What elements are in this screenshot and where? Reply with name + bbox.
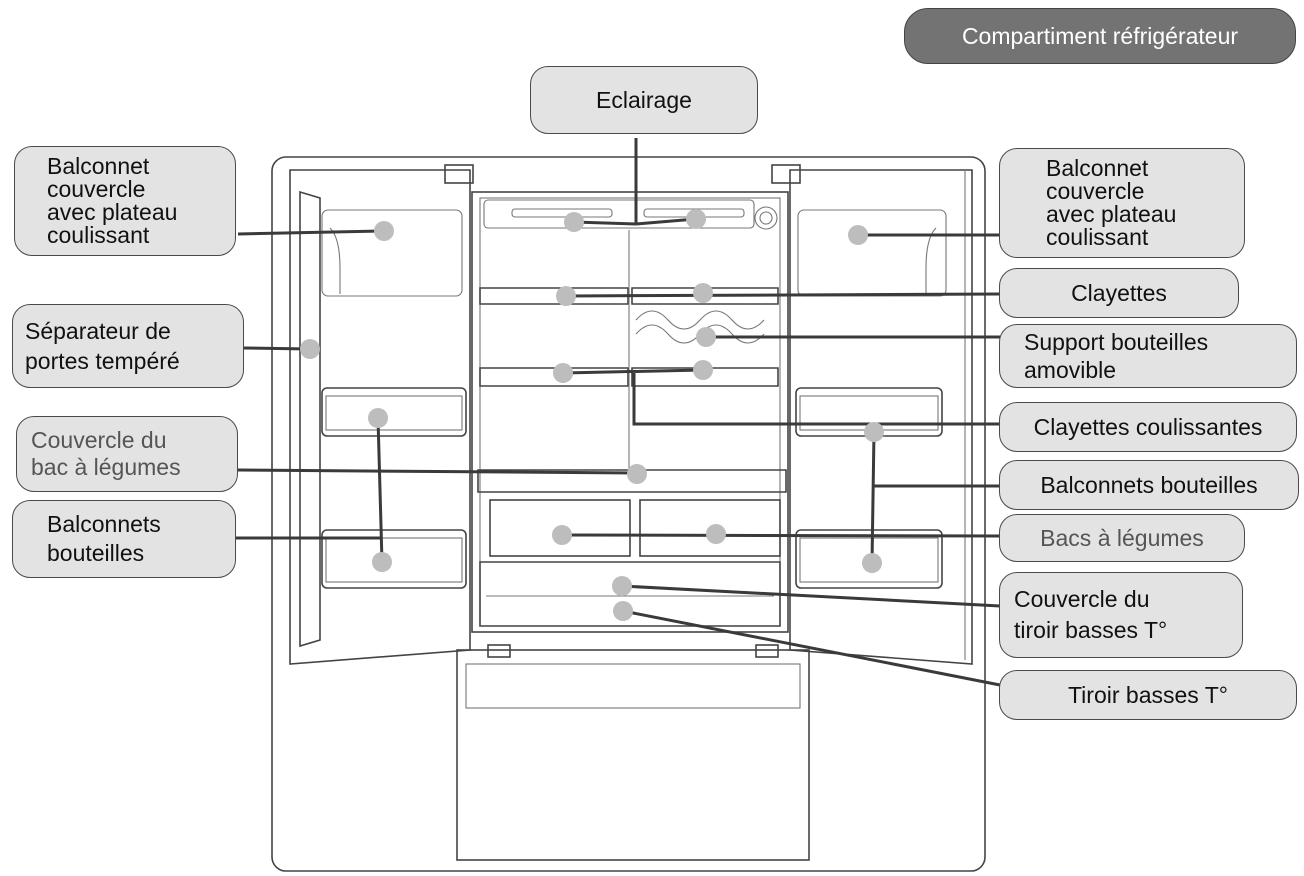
dot-support-bouteilles — [696, 327, 716, 347]
dot-clayette-right — [693, 283, 713, 303]
dot-bac-legumes-right — [706, 524, 726, 544]
label-support-bouteilles: Support bouteilles amovible — [999, 324, 1297, 388]
label-couvercle-bac: Couvercle du bac à légumes — [16, 416, 238, 492]
dot-clayette-coulissante-left — [553, 363, 573, 383]
dot-balconnet-bouteilles-left-bottom — [372, 552, 392, 572]
dot-tiroir — [613, 601, 633, 621]
dot-couvercle-bac — [627, 464, 647, 484]
dot-balconnet-couvercle-left — [374, 221, 394, 241]
label-balconnets-bouteilles-left: Balconnets bouteilles — [12, 500, 236, 578]
compartment-title: Compartiment réfrigérateur — [904, 8, 1296, 64]
label-balconnet-couvercle-right: Balconnet couvercle avec plateau couliss… — [999, 148, 1245, 258]
dot-balconnet-couvercle-right — [848, 225, 868, 245]
label-clayettes: Clayettes — [999, 268, 1239, 318]
label-balconnets-bouteilles-right: Balconnets bouteilles — [999, 460, 1299, 510]
dot-clayette-left — [556, 286, 576, 306]
label-clayettes-coulissantes: Clayettes coulissantes — [999, 402, 1297, 452]
dot-bac-legumes-left — [552, 525, 572, 545]
label-separateur: Séparateur de portes tempéré — [12, 304, 244, 388]
dot-clayette-coulissante-right — [693, 360, 713, 380]
fridge-drawing — [271, 156, 986, 872]
dot-balconnet-bouteilles-right-bottom — [862, 553, 882, 573]
callout-dots — [300, 209, 884, 621]
dot-balconnet-bouteilles-right-top — [864, 422, 884, 442]
label-bacs-legumes: Bacs à légumes — [999, 514, 1245, 562]
label-couvercle-tiroir: Couvercle du tiroir basses T° — [999, 572, 1243, 658]
dot-eclairage-left — [564, 212, 584, 232]
label-balconnet-couvercle-left: Balconnet couvercle avec plateau couliss… — [14, 146, 236, 256]
label-tiroir: Tiroir basses T° — [999, 670, 1297, 720]
dot-balconnet-bouteilles-left-top — [368, 408, 388, 428]
dot-separateur — [300, 339, 320, 359]
dot-couvercle-tiroir — [612, 576, 632, 596]
label-eclairage: Eclairage — [530, 66, 758, 134]
dot-eclairage-right — [686, 209, 706, 229]
